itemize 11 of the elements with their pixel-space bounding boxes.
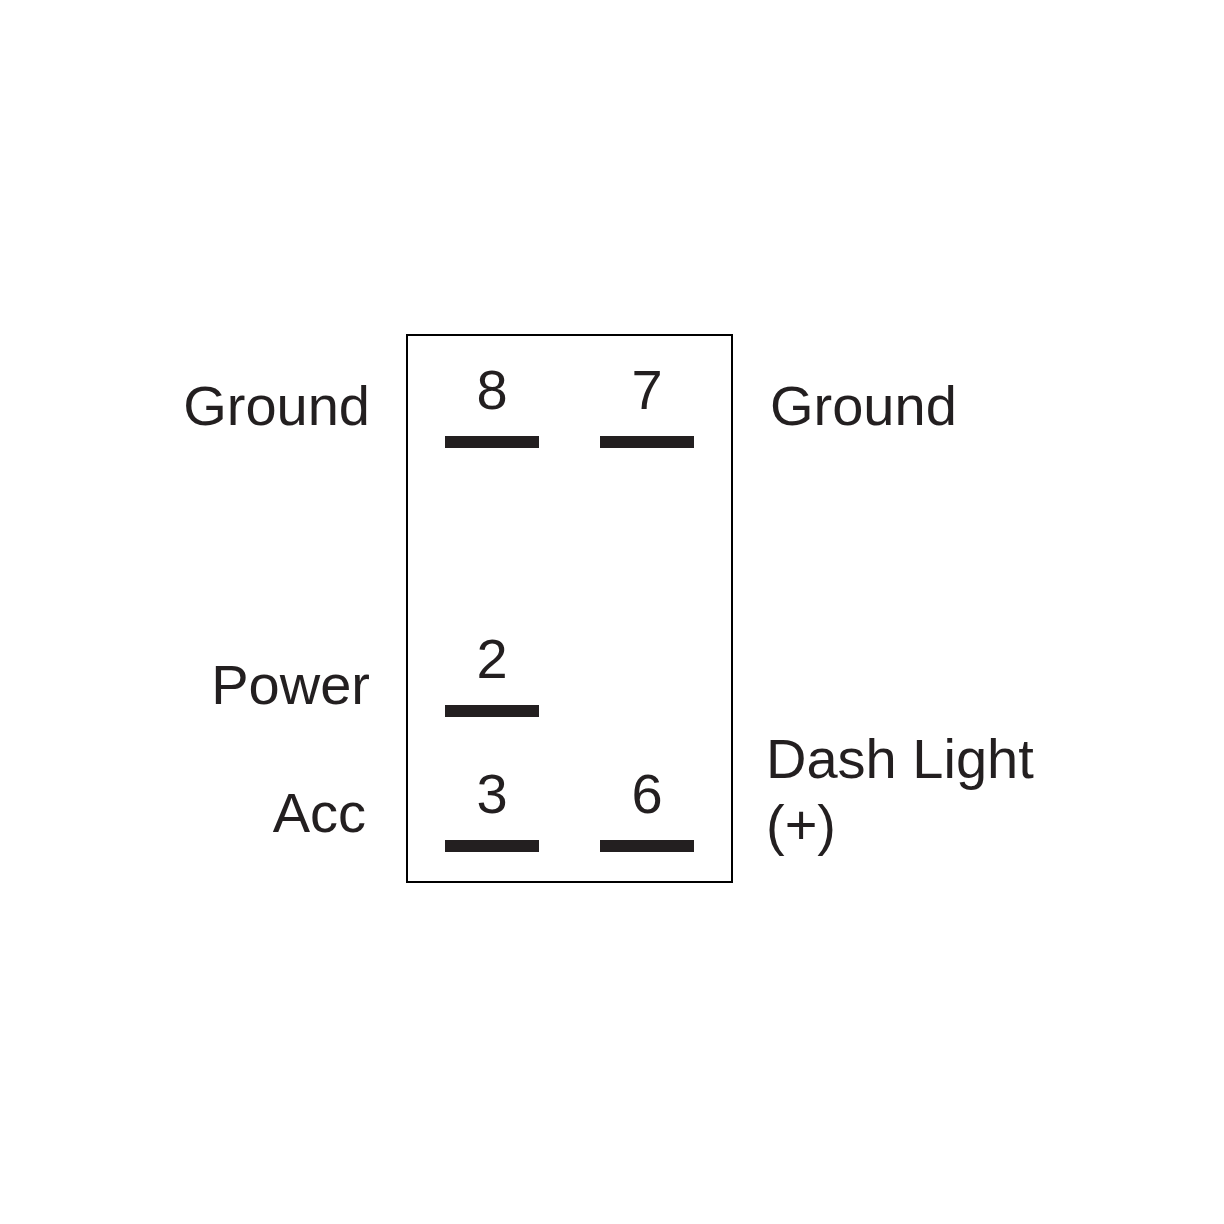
pin-number: 2 [476, 631, 508, 687]
pin-label: Acc [272, 780, 366, 846]
switch-body [406, 334, 733, 883]
pin-number: 6 [631, 766, 663, 822]
pin-label: Ground [770, 373, 957, 439]
pin-label: Power [211, 652, 370, 718]
pin-label: Dash Light (+) [766, 726, 1035, 858]
pin-label: Ground [183, 373, 370, 439]
pin-number: 7 [631, 362, 663, 418]
pin-number: 3 [476, 766, 508, 822]
pin-number: 8 [476, 362, 508, 418]
